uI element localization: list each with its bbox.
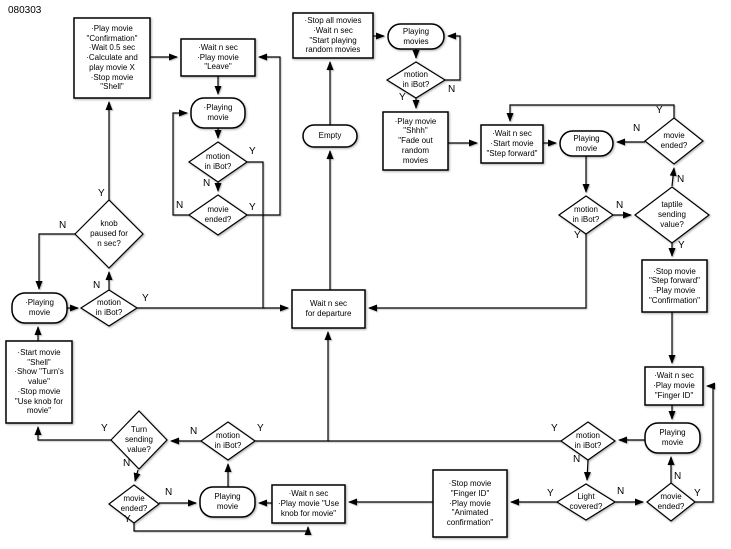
label-turn-yes: Y	[101, 423, 108, 434]
label-light-yes: Y	[547, 488, 554, 499]
label-motion-tl-yes: Y	[249, 146, 256, 157]
label-motion-top-yes: Y	[399, 92, 406, 103]
motion-ibot-decision-right-shape	[557, 195, 615, 235]
wait-step-forward-box-shape	[480, 124, 544, 164]
edge-motion-r-yes-to-departure	[368, 234, 587, 312]
wait-departure-box-shape	[291, 289, 366, 329]
shapes-layer	[5, 12, 710, 538]
label-knob-yes: Y	[98, 188, 105, 199]
motion-ibot-decision-bottom-right-shape	[559, 421, 617, 461]
label-motion-bc-no: N	[190, 426, 198, 437]
playing-movies-terminal-shape	[387, 23, 445, 50]
label-taptile-no: N	[677, 174, 685, 185]
movie-ended-decision-bottom-left-shape	[108, 484, 160, 524]
edge-ended-no-to-playing	[172, 109, 189, 216]
label-ended-r-no: N	[633, 123, 641, 134]
stop-all-movies-box-shape	[292, 12, 374, 59]
label-motion-l-no: N	[93, 280, 101, 291]
motion-ibot-decision-left-shape	[79, 289, 139, 327]
knob-paused-decision-shape	[74, 199, 144, 269]
empty-terminal-shape	[302, 124, 358, 148]
stop-finger-id-box-shape	[432, 469, 508, 538]
wait-use-knob-box-shape	[271, 484, 346, 524]
play-confirmation-box-shape	[73, 17, 151, 99]
motion-ibot-decision-top-left-shape	[187, 141, 249, 183]
edge-knob-no-to-playing-left	[35, 233, 75, 290]
label-ended-bl-yes: Y	[124, 514, 131, 525]
edges-layer	[34, 32, 715, 535]
label-motion-br-no: N	[573, 454, 581, 465]
playing-movie-terminal-right-shape	[559, 130, 614, 157]
playing-movie-terminal-left-shape	[11, 292, 68, 324]
stop-step-forward-box-shape	[641, 259, 708, 313]
edge-turn-yes-to-start-shell	[34, 426, 111, 441]
edge-ended-br-yes-to-finger	[695, 382, 715, 503]
wait-finger-id-box-shape	[644, 366, 704, 406]
edge-motion-br-no-to-light	[583, 459, 591, 481]
edge-turn-no-to-ended	[133, 469, 141, 482]
play-shhh-box-shape	[382, 111, 449, 171]
start-shell-box-shape	[5, 340, 73, 424]
wait-play-leave-box-shape	[180, 38, 256, 77]
movie-ended-decision-bottom-right-shape	[646, 482, 696, 522]
motion-ibot-decision-top-shape	[385, 61, 447, 99]
movie-ended-decision-right-shape	[644, 117, 704, 165]
edge-ended-r-yes-to-step	[506, 104, 675, 122]
movie-ended-decision-top-left-shape	[187, 194, 249, 236]
label-ended-tl-yes: Y	[249, 202, 256, 213]
label-turn-no: N	[123, 458, 131, 469]
label-motion-tl-no: N	[203, 178, 211, 189]
motion-ibot-decision-bottom-center-shape	[199, 421, 257, 461]
label-light-no: N	[617, 486, 625, 497]
taptile-sending-decision-shape	[634, 186, 710, 244]
label-motion-r-yes: Y	[574, 230, 581, 241]
label-ended-bl-no: N	[165, 487, 173, 498]
edge-motion-t-no-to-playing	[445, 32, 461, 81]
playing-movie-terminal-bottom-right-shape	[644, 422, 701, 454]
label-motion-l-yes: Y	[142, 293, 149, 304]
light-covered-decision-shape	[555, 483, 617, 521]
playing-movie-terminal-top-shape	[190, 97, 246, 129]
label-ended-br-no: N	[674, 471, 682, 482]
edge-ended-bl-yes-to-use-knob	[133, 523, 312, 535]
label-knob-no: N	[59, 220, 67, 231]
label-ended-br-yes: Y	[694, 488, 701, 499]
label-motion-r-no: N	[616, 200, 624, 211]
label-ended-tl-no: N	[176, 200, 184, 211]
label-motion-br-yes: Y	[551, 423, 558, 434]
turn-sending-decision-shape	[110, 410, 168, 470]
label-motion-top-no: N	[448, 84, 456, 95]
label-motion-bc-yes: Y	[257, 423, 264, 434]
label-ended-r-yes: Y	[656, 105, 663, 116]
diagram-id-label: 080303	[8, 5, 42, 16]
label-taptile-yes: Y	[678, 240, 685, 251]
playing-movie-terminal-bottom-shape	[199, 486, 256, 518]
edge-motion-yes-down	[247, 161, 264, 308]
edge-taptile-no-to-ended	[669, 167, 677, 187]
